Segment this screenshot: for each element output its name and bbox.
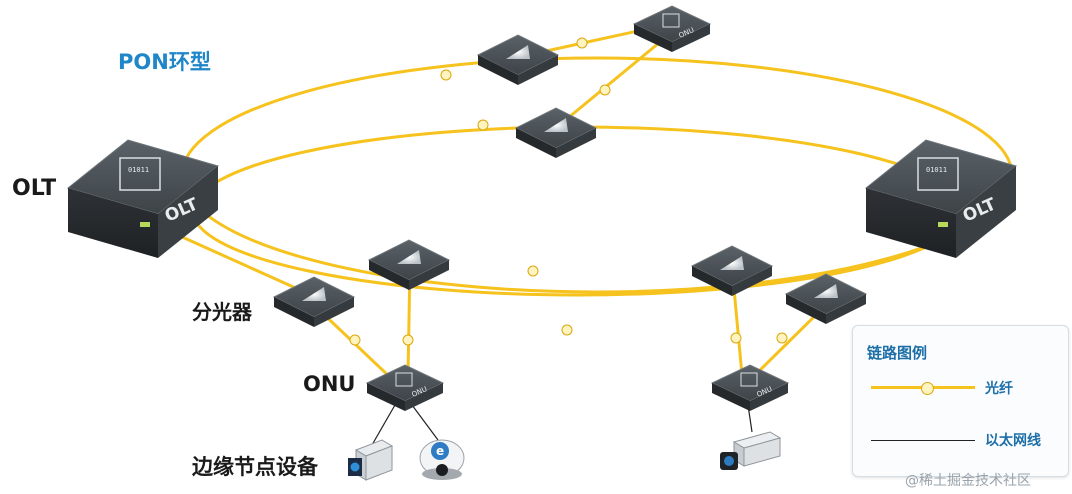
legend-fiber-label: 光纤 [985, 381, 1013, 397]
fiber-joint-icon [477, 119, 489, 131]
legend-ethernet-label: 以太网线 [985, 433, 1041, 449]
olt-status-led [938, 222, 948, 227]
bullet-camera-icon [720, 431, 782, 470]
onu-left: ONU [365, 364, 445, 411]
olt-icon [917, 157, 959, 191]
fiber-joint-icon [402, 334, 414, 346]
onu-label: ONU [303, 372, 356, 396]
diagram-title: PON环型 [118, 50, 211, 74]
splitter-top [476, 34, 560, 85]
splitter-mid [514, 107, 598, 158]
ethernet-links [371, 404, 753, 446]
fiber-joint-icon [440, 69, 452, 81]
splitter-label: 分光器 [192, 300, 252, 324]
fiber-joint-icon [921, 382, 934, 395]
olt-right: 01011 OLT [864, 139, 1018, 258]
link-legend: 链路图例 光纤 以太网线 [852, 325, 1069, 477]
box-camera-icon [348, 439, 394, 481]
onu-top: ONU [632, 5, 712, 52]
inner-fiber-ring [191, 125, 965, 297]
fiber-joints [349, 37, 788, 346]
olt-icon [119, 157, 161, 191]
splitter-icon [720, 256, 744, 270]
ethernet-onu-to-dome-camera [411, 404, 439, 441]
fiber-joint-icon [561, 324, 573, 336]
fiber-joint-icon [776, 332, 788, 344]
olt-chip-text: 01011 [926, 166, 947, 174]
legend-ethernet-swatch [871, 440, 975, 441]
fiber-joint-icon [349, 334, 361, 346]
fiber-joint-icon [599, 84, 611, 96]
ethernet-onu-to-box-camera [371, 404, 396, 446]
fiber-joint-icon [730, 332, 742, 344]
fiber-joint-icon [527, 265, 539, 277]
splitter-icon [506, 45, 530, 59]
splitter-bottom-left [367, 239, 451, 290]
watermark: @稀土掘金技术社区 [905, 473, 1031, 489]
olt-chip-text: 01011 [128, 166, 149, 174]
onu-icon [662, 13, 680, 28]
fiber-joint-icon [576, 37, 588, 49]
splitter-icon [397, 250, 421, 264]
olt-label: OLT [12, 176, 57, 201]
olt-status-led [140, 222, 150, 227]
onu-icon [740, 372, 758, 387]
onu-right: ONU [710, 364, 790, 411]
legend-title: 链路图例 [867, 344, 928, 362]
edge-device-label: 边缘节点设备 [192, 455, 318, 479]
splitter-icon [814, 284, 838, 298]
splitter-bottom-right [690, 245, 774, 296]
splitter-far-left [272, 276, 356, 327]
onu-icon [395, 372, 413, 387]
olt-left: 01011 OLT [66, 139, 220, 258]
svg-text:e: e [436, 444, 444, 458]
splitter-far-right [784, 273, 868, 324]
dome-camera-icon: e [419, 439, 465, 480]
splitter-icon [302, 287, 326, 301]
fiber-onu-to-mid-splitter [567, 36, 666, 120]
legend-fiber-swatch [871, 382, 975, 395]
splitter-icon [544, 118, 568, 132]
